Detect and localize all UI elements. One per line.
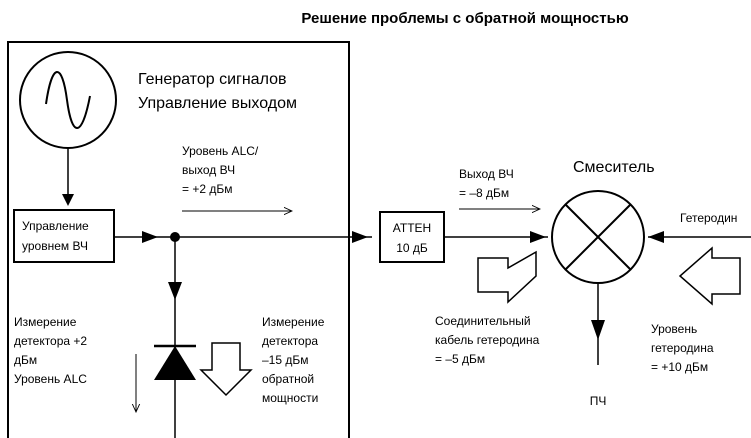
rf-control-line2: уровнем ВЧ bbox=[22, 239, 88, 253]
if-arrow-icon bbox=[591, 320, 605, 340]
rf-control-box bbox=[13, 209, 115, 263]
mixer-icon bbox=[551, 190, 645, 284]
lo-input-arrow-icon bbox=[648, 231, 664, 243]
lo-level-arrow-icon bbox=[678, 246, 741, 306]
detector-arrow-icon bbox=[168, 282, 182, 300]
oscillator-icon bbox=[19, 51, 117, 149]
lo-level-line2: гетеродина bbox=[651, 341, 714, 355]
osc-arrow-icon bbox=[62, 194, 74, 206]
detector-right-line4: обратной bbox=[262, 372, 314, 386]
lo-level-line3: = +10 дБм bbox=[651, 360, 708, 374]
lo-level-line1: Уровень bbox=[651, 322, 697, 336]
generator-label-line1: Генератор сигналов bbox=[138, 71, 286, 88]
alc-level-line2: выход ВЧ bbox=[182, 163, 235, 177]
lo-label: Гетеродин bbox=[680, 211, 737, 225]
if-label: ПЧ bbox=[590, 394, 607, 408]
rf-control-line1: Управление bbox=[22, 219, 89, 233]
atten-line1: АТТЕН bbox=[393, 221, 431, 235]
mixer-input-arrow-icon bbox=[530, 231, 546, 243]
rf-arrow-2-icon bbox=[352, 231, 368, 243]
diode-icon bbox=[154, 344, 196, 380]
lo-cable-line2: кабель гетеродина bbox=[435, 333, 540, 347]
diagram-title: Решение проблемы с обратной мощностью bbox=[301, 10, 628, 27]
lo-cable-line1: Соединительный bbox=[435, 314, 531, 328]
rf-out-line1: Выход ВЧ bbox=[459, 167, 514, 181]
generator-enclosure bbox=[7, 41, 350, 438]
lo-leak-arrow-icon bbox=[477, 250, 537, 304]
detector-left-line1: Измерение bbox=[14, 315, 77, 329]
detector-right-line3: –15 дБм bbox=[262, 353, 308, 367]
detector-left-line2: детектора +2 bbox=[14, 334, 87, 348]
detector-right-line2: детектора bbox=[262, 334, 318, 348]
generator-label-line2: Управление выходом bbox=[138, 95, 297, 112]
detector-right-line1: Измерение bbox=[262, 315, 325, 329]
alc-level-line1: Уровень ALC/ bbox=[182, 144, 259, 158]
lo-cable-line3: = –5 дБм bbox=[435, 352, 485, 366]
reverse-power-arrow-icon bbox=[199, 342, 253, 397]
rf-out-line2: = –8 дБм bbox=[459, 186, 509, 200]
rf-arrow-1-icon bbox=[142, 231, 158, 243]
atten-line2: 10 дБ bbox=[396, 241, 428, 255]
detector-left-line4: Уровень ALC bbox=[14, 372, 87, 386]
detector-right-line5: мощности bbox=[262, 391, 318, 405]
detector-left-line3: дБм bbox=[14, 353, 37, 367]
alc-level-line3: = +2 дБм bbox=[182, 182, 232, 196]
mixer-label: Смеситель bbox=[573, 159, 655, 176]
